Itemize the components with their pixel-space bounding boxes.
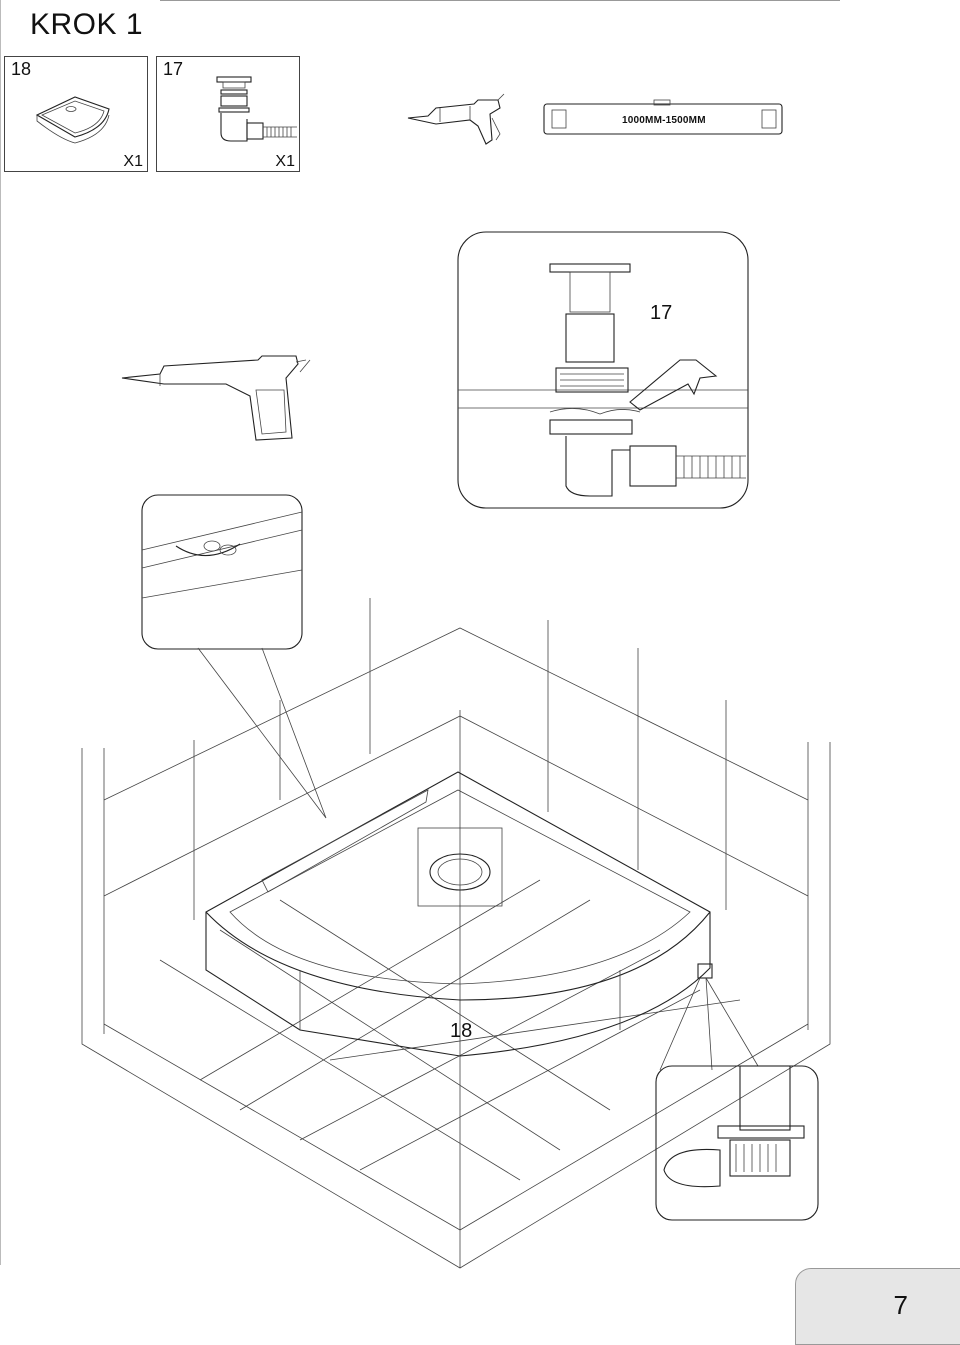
page-border-top [160,0,840,1]
page-number-tab [795,1268,960,1345]
page-border-left [0,0,1,1265]
drain-detail-number: 17 [650,302,673,324]
part-number: 18 [11,59,32,79]
part-card-18: 18 X1 [4,56,148,172]
shower-tray-drawing [205,771,711,1057]
spirit-level-icon [543,99,783,135]
drain-detail-callout [457,231,749,509]
silicone-gun-large-icon [121,355,311,441]
seal-detail-callout [141,494,327,819]
part-number: 17 [163,59,184,79]
shower-tray-icon [35,96,110,144]
adjustable-leg-detail [655,963,819,1221]
drain-siphon-icon [216,76,297,142]
silicone-gun-icon [407,93,505,145]
bathroom-corner-walls [81,598,831,1269]
part-quantity: X1 [275,153,295,170]
part-quantity: X1 [123,153,143,170]
tray-number: 18 [450,1020,473,1042]
page-number: 7 [893,1290,908,1320]
step-title: KROK 1 [30,8,144,41]
spirit-level-label: 1000MM-1500MM [622,115,706,126]
part-card-17: 17 X1 [156,56,300,172]
